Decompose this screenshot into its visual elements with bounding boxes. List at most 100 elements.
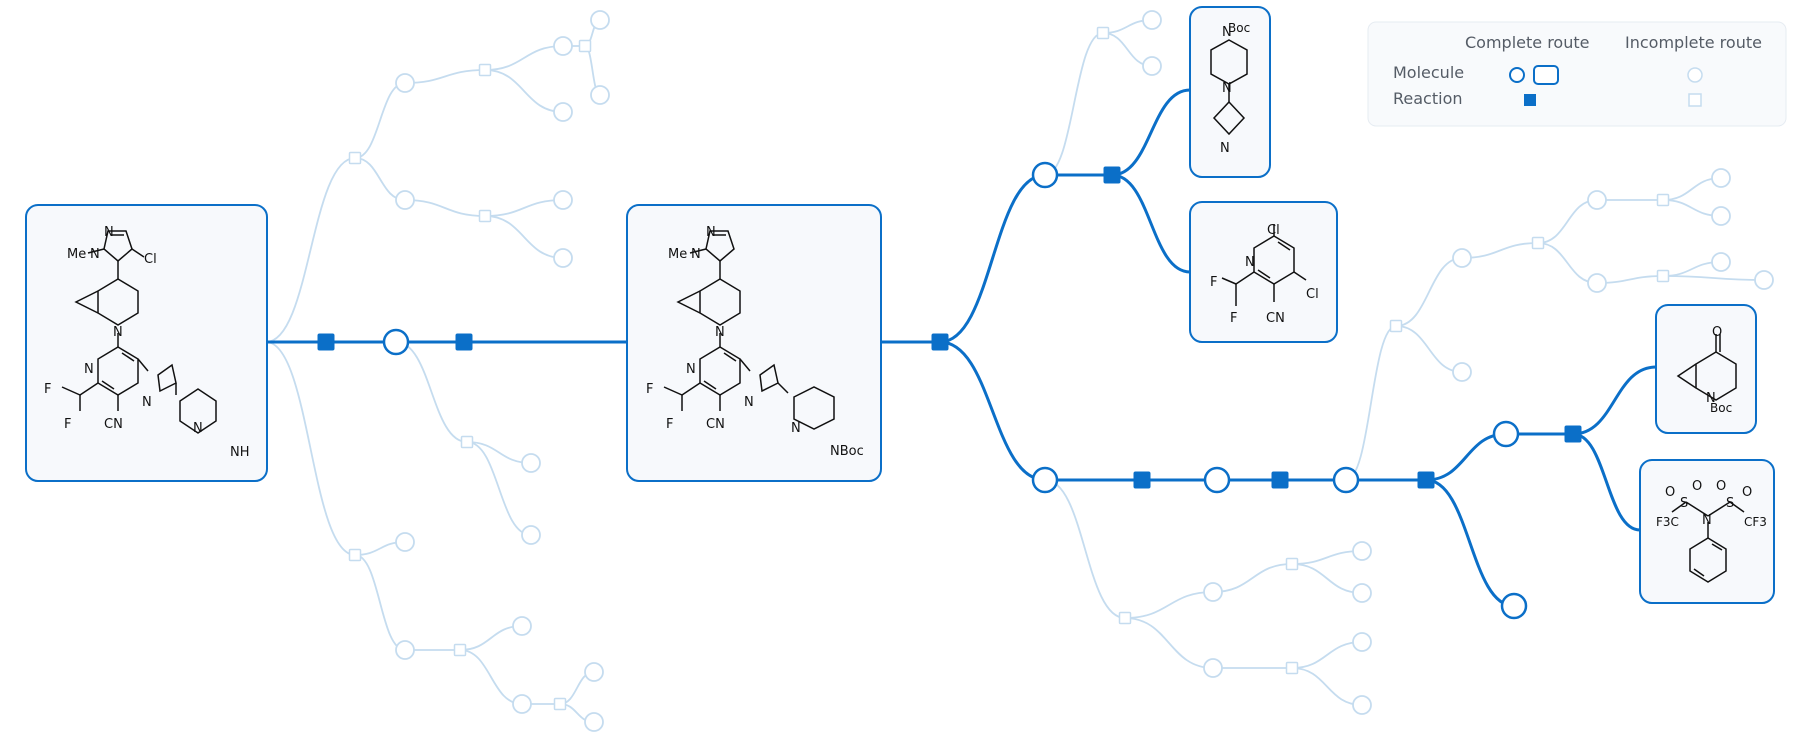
molecule-box-boc-piperazinyl-azetidine[interactable] — [1189, 6, 1271, 178]
svg-text:O: O — [1692, 479, 1702, 494]
molecule-node-incomplete[interactable] — [1711, 168, 1731, 188]
molecule-node-incomplete[interactable] — [395, 532, 415, 552]
molecule-node-incomplete[interactable] — [1711, 206, 1731, 226]
molecule-node-incomplete[interactable] — [1711, 252, 1731, 272]
legend-molecule-box-complete-icon — [1533, 65, 1559, 85]
molecule-node-incomplete[interactable] — [1203, 658, 1223, 678]
svg-text:N: N — [1222, 81, 1232, 96]
molecule-node-incomplete[interactable] — [584, 662, 604, 682]
reaction-node-incomplete[interactable] — [348, 548, 362, 562]
molecule-phenyl-triflimide-structure[interactable] — [1671, 501, 1745, 583]
molecule-node-complete[interactable] — [1203, 466, 1231, 494]
legend-molecule-circle-incomplete-icon — [1687, 67, 1703, 83]
molecule-node-incomplete[interactable] — [512, 694, 532, 714]
molecule-boc-azabicycloheptanone-structure[interactable] — [1676, 334, 1737, 401]
molecule-box-dichloro-nicotinonitrile[interactable] — [1189, 201, 1338, 343]
reaction-node-incomplete[interactable] — [1096, 26, 1110, 40]
molecule-box-phenyl-triflimide[interactable] — [1639, 459, 1775, 604]
molecule-node-incomplete[interactable] — [521, 453, 541, 473]
reaction-node-incomplete[interactable] — [1118, 611, 1132, 625]
molecule-node-incomplete[interactable] — [1142, 56, 1162, 76]
svg-text:CN: CN — [1266, 311, 1285, 326]
molecule-box-target[interactable] — [25, 204, 268, 482]
molecule-box-boc-azabicycloheptanone[interactable] — [1655, 304, 1757, 434]
molecule-node-incomplete[interactable] — [553, 190, 573, 210]
molecule-target-structure[interactable] — [61, 230, 217, 434]
molecule-node-complete[interactable] — [1332, 466, 1360, 494]
svg-text:Cl: Cl — [144, 252, 157, 267]
molecule-node-incomplete[interactable] — [1452, 248, 1472, 268]
reaction-node-incomplete[interactable] — [478, 63, 492, 77]
molecule-node-incomplete[interactable] — [1142, 10, 1162, 30]
reaction-node-incomplete[interactable] — [1656, 193, 1670, 207]
molecule-node-incomplete[interactable] — [521, 525, 541, 545]
svg-text:N: N — [193, 421, 203, 436]
molecule-node-incomplete[interactable] — [395, 190, 415, 210]
svg-text:NH: NH — [230, 445, 250, 460]
incomplete-route-edge — [1596, 275, 1664, 284]
reaction-node-complete[interactable] — [1103, 166, 1121, 184]
svg-text:NBoc: NBoc — [830, 444, 864, 459]
molecule-node-incomplete[interactable] — [1587, 190, 1607, 210]
reaction-node-complete[interactable] — [317, 333, 335, 351]
reaction-node-complete[interactable] — [1133, 471, 1151, 489]
reaction-node-complete[interactable] — [455, 333, 473, 351]
molecule-node-complete[interactable] — [1492, 420, 1520, 448]
molecule-node-incomplete[interactable] — [553, 248, 573, 268]
reaction-node-complete[interactable] — [931, 333, 949, 351]
molecule-node-complete[interactable] — [382, 328, 410, 356]
molecule-node-incomplete[interactable] — [584, 712, 604, 732]
molecule-node-incomplete[interactable] — [1352, 695, 1372, 715]
molecule-node-incomplete[interactable] — [590, 10, 610, 30]
incomplete-route-edge — [1291, 563, 1363, 594]
reaction-node-incomplete[interactable] — [460, 435, 474, 449]
molecule-node-incomplete[interactable] — [553, 36, 573, 56]
molecule-node-incomplete[interactable] — [395, 73, 415, 93]
molecule-node-incomplete[interactable] — [1754, 270, 1774, 290]
molecule-node-incomplete[interactable] — [1587, 273, 1607, 293]
molecule-boc-piperazinyl-azetidine-structure[interactable] — [1210, 39, 1248, 136]
complete-route-edge — [1425, 432, 1507, 482]
molecule-node-incomplete[interactable] — [1352, 541, 1372, 561]
reaction-node-incomplete[interactable] — [1531, 236, 1545, 250]
incomplete-route-edge — [354, 554, 406, 651]
svg-text:N: N — [90, 247, 100, 262]
reaction-node-incomplete[interactable] — [553, 697, 567, 711]
svg-text:F3C: F3C — [1656, 515, 1679, 529]
molecule-node-incomplete[interactable] — [1352, 583, 1372, 603]
molecule-node-incomplete[interactable] — [1452, 362, 1472, 382]
reaction-node-incomplete[interactable] — [1285, 661, 1299, 675]
reaction-node-complete[interactable] — [1417, 471, 1435, 489]
molecule-node-complete[interactable] — [1031, 161, 1059, 189]
incomplete-route-edge — [459, 649, 523, 705]
reaction-node-incomplete[interactable] — [1389, 319, 1403, 333]
molecule-node-incomplete[interactable] — [1352, 632, 1372, 652]
reaction-node-incomplete[interactable] — [478, 209, 492, 223]
reaction-node-incomplete[interactable] — [578, 39, 592, 53]
reaction-node-incomplete[interactable] — [348, 151, 362, 165]
reaction-node-incomplete[interactable] — [1285, 557, 1299, 571]
incomplete-route-edge — [404, 199, 486, 217]
molecule-node-complete[interactable] — [1500, 592, 1528, 620]
molecule-node-incomplete[interactable] — [395, 640, 415, 660]
reaction-node-incomplete[interactable] — [453, 643, 467, 657]
svg-text:N: N — [142, 395, 152, 410]
svg-text:F: F — [646, 382, 653, 397]
molecule-node-incomplete[interactable] — [590, 85, 610, 105]
incomplete-route-edge — [484, 199, 564, 217]
reaction-node-complete[interactable] — [1564, 425, 1582, 443]
svg-text:F: F — [1210, 275, 1217, 290]
reaction-node-complete[interactable] — [1271, 471, 1289, 489]
svg-text:N: N — [791, 421, 801, 436]
molecule-node-incomplete[interactable] — [1203, 582, 1223, 602]
molecule-boc-intermediate-structure[interactable] — [663, 230, 835, 430]
incomplete-route-edge — [395, 341, 468, 443]
svg-text:N: N — [715, 325, 725, 340]
molecule-node-complete[interactable] — [1031, 466, 1059, 494]
molecule-dichloro-nicotinonitrile-structure[interactable] — [1221, 224, 1307, 306]
molecule-node-incomplete[interactable] — [553, 102, 573, 122]
molecule-node-incomplete[interactable] — [512, 616, 532, 636]
reaction-node-incomplete[interactable] — [1656, 269, 1670, 283]
molecule-box-boc-intermediate[interactable] — [626, 204, 882, 482]
